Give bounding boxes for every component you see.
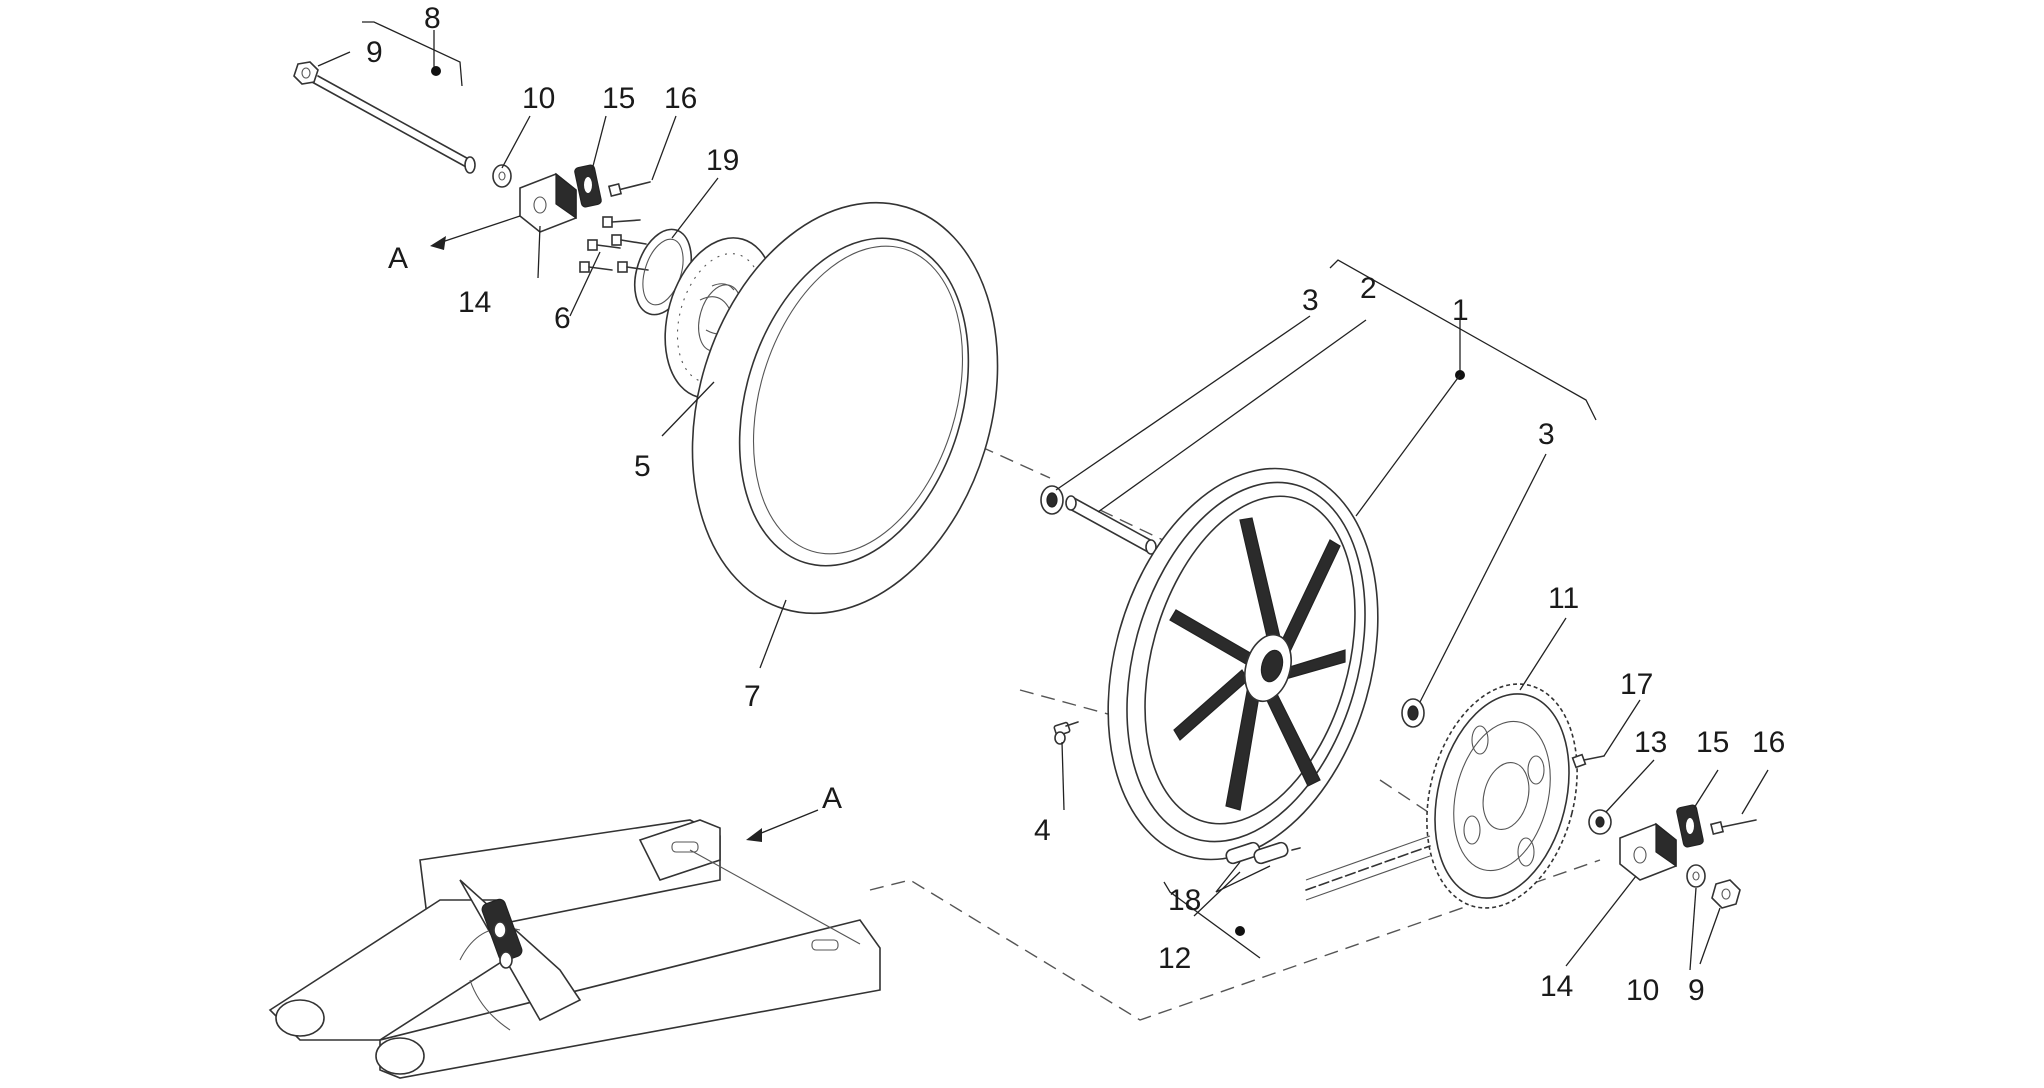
wheel-rim: [1107, 467, 1379, 861]
axle-nut-left: [293, 61, 319, 85]
chain-adjuster-right: [1619, 822, 1677, 881]
swingarm: [268, 819, 881, 1079]
adjuster-bolt-right: [1709, 819, 1757, 836]
tyre: [691, 201, 999, 615]
disc-bolts: [579, 216, 649, 273]
tyre-valve: [1053, 721, 1079, 745]
callout-2: 2: [1360, 272, 1377, 305]
washer-right: [1686, 864, 1706, 888]
callout-15-right: 15: [1696, 726, 1729, 759]
wheel-bearing-left: [1040, 485, 1064, 515]
callout-a-swingarm: A: [822, 782, 842, 815]
callout-16-left: 16: [664, 82, 697, 115]
callout-8: 8: [424, 2, 441, 35]
group-brackets: [362, 21, 1597, 959]
spacer-right: [1588, 809, 1612, 835]
sprocket-bolt: [1571, 753, 1605, 769]
callout-9-left: 9: [366, 36, 383, 69]
wheel-bearing-right: [1401, 698, 1425, 728]
callout-19: 19: [706, 144, 739, 177]
leader-lines: [317, 51, 1769, 971]
rear-axle: [311, 75, 476, 174]
axle-nut-right: [1711, 879, 1741, 909]
view-arrow-a-top: [430, 215, 521, 250]
callout-3-right: 3: [1538, 418, 1555, 451]
callout-14-right: 14: [1540, 970, 1573, 1003]
callout-6: 6: [554, 302, 571, 335]
callout-labels: 8 9 10 15 16 19 A 14 6 5 7 3 2 1 3 11 17…: [366, 2, 1785, 1007]
callout-a-top: A: [388, 242, 408, 275]
callout-3-top: 3: [1302, 284, 1319, 317]
drive-chain: [1305, 835, 1431, 901]
callout-15-left: 15: [602, 82, 635, 115]
rim-spokes: [1169, 517, 1346, 811]
callout-11: 11: [1548, 582, 1579, 615]
view-arrow-a-swingarm: [746, 809, 819, 842]
callout-17: 17: [1620, 668, 1653, 701]
adjuster-plate-right: [1676, 804, 1704, 848]
callout-18: 18: [1168, 884, 1201, 917]
callout-13: 13: [1634, 726, 1667, 759]
chain-master-link: [1225, 841, 1301, 865]
callout-4: 4: [1034, 814, 1051, 847]
chain-adjuster-left: [519, 172, 577, 233]
callout-7: 7: [744, 680, 761, 713]
washer-left: [492, 164, 512, 188]
callout-10-right: 10: [1626, 974, 1659, 1007]
callout-12: 12: [1158, 942, 1191, 975]
callout-1: 1: [1452, 294, 1469, 327]
wheel-spacer: [1065, 495, 1157, 555]
callout-5: 5: [634, 450, 651, 483]
callout-16-right: 16: [1752, 726, 1785, 759]
adjuster-plate-left: [574, 164, 602, 208]
callout-14-left: 14: [458, 286, 491, 319]
rear-sprocket: [1426, 683, 1578, 909]
callout-9-right: 9: [1688, 974, 1705, 1007]
adjuster-bolt-left: [607, 181, 651, 198]
callout-10-left: 10: [522, 82, 555, 115]
